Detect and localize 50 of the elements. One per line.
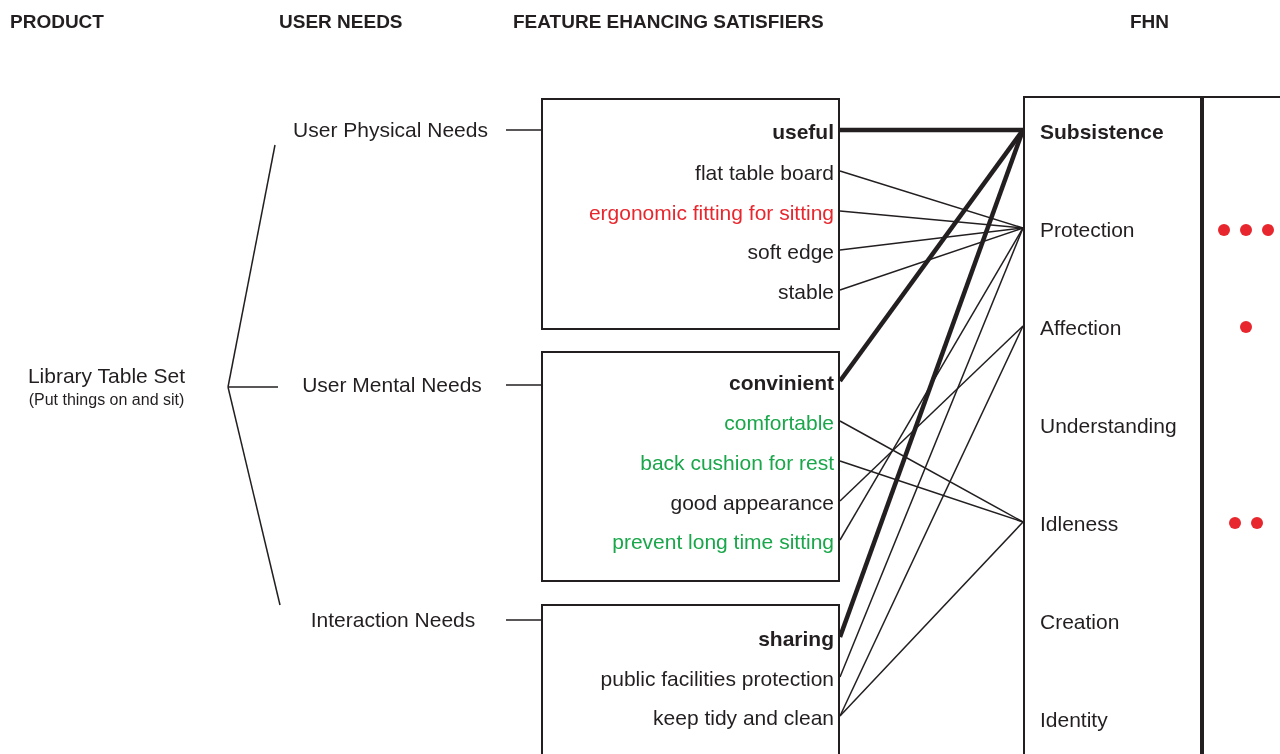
feature-label: public facilities protection	[599, 666, 835, 692]
need-category-label: Identity	[1039, 707, 1109, 733]
group-box	[541, 98, 840, 330]
connector-line	[839, 227, 1024, 678]
connector-line	[839, 460, 1024, 523]
feature-label: back cushion for rest	[639, 450, 835, 476]
satisfier-heading: convinient	[728, 370, 835, 396]
connector-line	[227, 386, 279, 388]
feature-label: keep tidy and clean	[652, 705, 835, 731]
connector-line	[839, 170, 1024, 229]
feature-label: stable	[776, 279, 835, 305]
user-need-label: Interaction Needs	[309, 607, 477, 633]
column-header: USER NEEDS	[279, 11, 403, 33]
feature-label: flat table board	[694, 160, 835, 186]
connector-line	[839, 227, 1024, 541]
connector-line	[839, 325, 1024, 502]
connector-line	[839, 521, 1024, 717]
user-need-label: User Physical Needs	[292, 117, 489, 143]
satisfier-heading: sharing	[757, 626, 835, 652]
column-header: PRODUCT	[10, 11, 104, 33]
connector-line	[839, 325, 1024, 717]
product-note: (Put things on and sit)	[27, 390, 186, 410]
feature-label: prevent long time sitting	[611, 529, 835, 555]
feature-label: ergonomic fitting for sitting	[587, 200, 835, 226]
need-category-label: Affection	[1039, 315, 1123, 341]
satisfier-heading: useful	[771, 119, 835, 145]
connector-line	[505, 619, 542, 621]
connector-line	[505, 129, 542, 131]
connector-line	[840, 127, 1023, 133]
rating-column	[1202, 96, 1280, 754]
user-need-label: User Mental Needs	[301, 372, 483, 398]
column-header: FHN	[1130, 11, 1170, 33]
feature-label: comfortable	[723, 410, 835, 436]
need-category-label: Protection	[1039, 217, 1136, 243]
group-box	[541, 351, 840, 582]
feature-label: good appearance	[669, 490, 835, 516]
need-category-label: Understanding	[1039, 413, 1178, 439]
connector-line	[839, 420, 1024, 523]
need-category-label: Subsistence	[1039, 119, 1165, 145]
group-box	[541, 604, 840, 754]
connector-line	[227, 144, 276, 388]
connector-line	[839, 227, 1024, 291]
column-header: FEATURE EHANCING SATISFIERS	[513, 11, 824, 33]
need-category-label: Creation	[1039, 609, 1121, 635]
need-category-label: Idleness	[1039, 511, 1120, 537]
group-box	[1023, 96, 1202, 754]
product-name: Library Table Set	[26, 363, 187, 389]
connector-line	[505, 384, 542, 386]
feature-label: soft edge	[746, 239, 835, 265]
connector-line	[227, 386, 281, 606]
